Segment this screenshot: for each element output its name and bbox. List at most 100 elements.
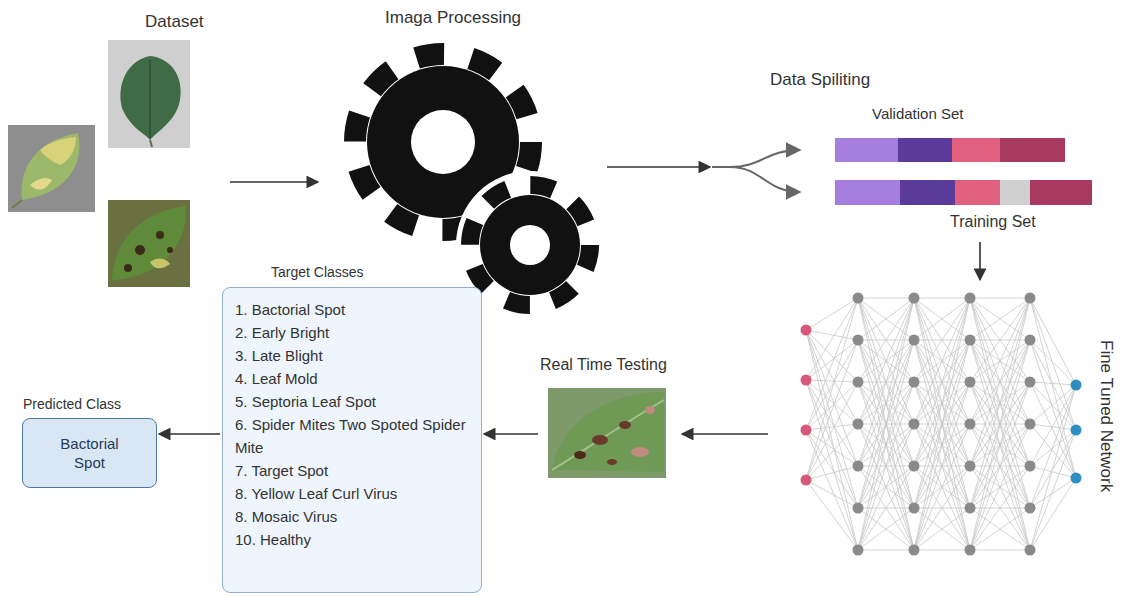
network-link xyxy=(970,298,1030,466)
network-neuron xyxy=(965,503,976,514)
box-heading: Predicted Class xyxy=(23,396,121,413)
network-neuron xyxy=(1025,461,1036,472)
stage-label: Dataset xyxy=(145,12,204,32)
network-link xyxy=(1030,478,1076,508)
gear-icon xyxy=(355,54,604,319)
network-neuron xyxy=(1025,503,1036,514)
network-link xyxy=(806,380,858,382)
network-link xyxy=(970,298,1030,382)
network-link xyxy=(914,298,970,299)
network-link xyxy=(914,298,970,424)
network-link xyxy=(970,298,1030,424)
network-neuron xyxy=(909,503,920,514)
network-neuron xyxy=(801,475,812,486)
network-neuron xyxy=(909,335,920,346)
network-link xyxy=(858,298,914,340)
data-bar xyxy=(835,138,1065,162)
network-link xyxy=(1030,424,1076,478)
network-link xyxy=(914,466,970,550)
network-neuron xyxy=(909,377,920,388)
network-neuron xyxy=(965,419,976,430)
class-list-box: Target Classes1. Bactorial Spot2. Early … xyxy=(222,287,482,593)
network-link xyxy=(806,480,858,550)
network-link xyxy=(970,298,1030,508)
network-neuron xyxy=(1025,545,1036,556)
network-neuron xyxy=(1025,377,1036,388)
flow-arrow xyxy=(607,166,710,168)
stage-label: Real Time Testing xyxy=(540,355,667,374)
network-link xyxy=(970,508,1030,550)
box-heading: Target Classes xyxy=(271,264,364,281)
network-link xyxy=(914,298,970,424)
network-link xyxy=(858,340,914,550)
network-link xyxy=(970,298,1030,508)
network-neuron xyxy=(853,293,864,304)
network-neuron xyxy=(853,545,864,556)
flow-arrow xyxy=(682,433,768,435)
network-neuron xyxy=(1071,473,1082,484)
network-neuron xyxy=(1025,293,1036,304)
set-label: Validation Set xyxy=(872,105,963,123)
network-neuron xyxy=(909,419,920,430)
network-link xyxy=(914,298,970,382)
leaf-photo xyxy=(8,125,95,212)
network-link xyxy=(858,298,914,550)
network-link xyxy=(1030,298,1076,385)
class-item: 2. Early Bright xyxy=(235,321,469,344)
network-link xyxy=(1030,385,1076,466)
data-bar xyxy=(835,180,1092,205)
network-link xyxy=(914,298,970,550)
testing-group: Real Time Testing xyxy=(540,355,680,482)
network-link xyxy=(858,298,914,508)
network-neuron xyxy=(853,461,864,472)
network-group: Fine Tuned Network xyxy=(770,282,1120,567)
network-neuron xyxy=(965,335,976,346)
stage-label: Fine Tuned Network xyxy=(1096,340,1116,492)
flow-arrow xyxy=(484,433,538,435)
network-link xyxy=(806,298,858,380)
network-neuron xyxy=(801,425,812,436)
network-link xyxy=(970,340,1030,550)
network-link xyxy=(858,550,914,551)
network-neuron xyxy=(909,461,920,472)
network-link xyxy=(806,430,858,508)
network-link xyxy=(970,550,1030,551)
network-link xyxy=(914,298,970,508)
class-item: 5. Septoria Leaf Spot xyxy=(235,390,469,413)
network-link xyxy=(914,340,970,550)
network-neuron xyxy=(965,293,976,304)
network-link xyxy=(970,382,1030,550)
network-link xyxy=(806,430,858,550)
leaf-photo xyxy=(108,200,190,287)
network-link xyxy=(970,424,1030,550)
network-link xyxy=(1030,382,1076,385)
network-link xyxy=(858,298,914,382)
network-link xyxy=(914,298,970,466)
dataset-group: Dataset xyxy=(5,5,228,290)
network-neuron xyxy=(909,293,920,304)
network-link xyxy=(914,340,970,550)
network-link xyxy=(858,298,914,466)
network-link xyxy=(806,480,858,508)
network-link xyxy=(914,298,970,508)
network-link xyxy=(858,382,914,550)
network-link xyxy=(1030,385,1076,550)
network-link xyxy=(858,298,914,340)
network-neuron xyxy=(801,375,812,386)
network-link xyxy=(1030,340,1076,430)
network-neuron xyxy=(1071,425,1082,436)
network-link xyxy=(970,340,1030,550)
network-link xyxy=(1030,430,1076,550)
class-item: 6. Spider Mites Two Spoted Spider Mite xyxy=(235,413,469,459)
network-link xyxy=(914,424,970,550)
network-link xyxy=(806,340,858,480)
network-link xyxy=(858,298,914,424)
network-link xyxy=(806,424,858,480)
network-neuron xyxy=(1071,380,1082,391)
network-link xyxy=(858,424,914,550)
network-link xyxy=(858,508,914,550)
network-link xyxy=(970,298,1030,466)
network-link xyxy=(806,466,858,480)
network-link xyxy=(1030,430,1076,508)
